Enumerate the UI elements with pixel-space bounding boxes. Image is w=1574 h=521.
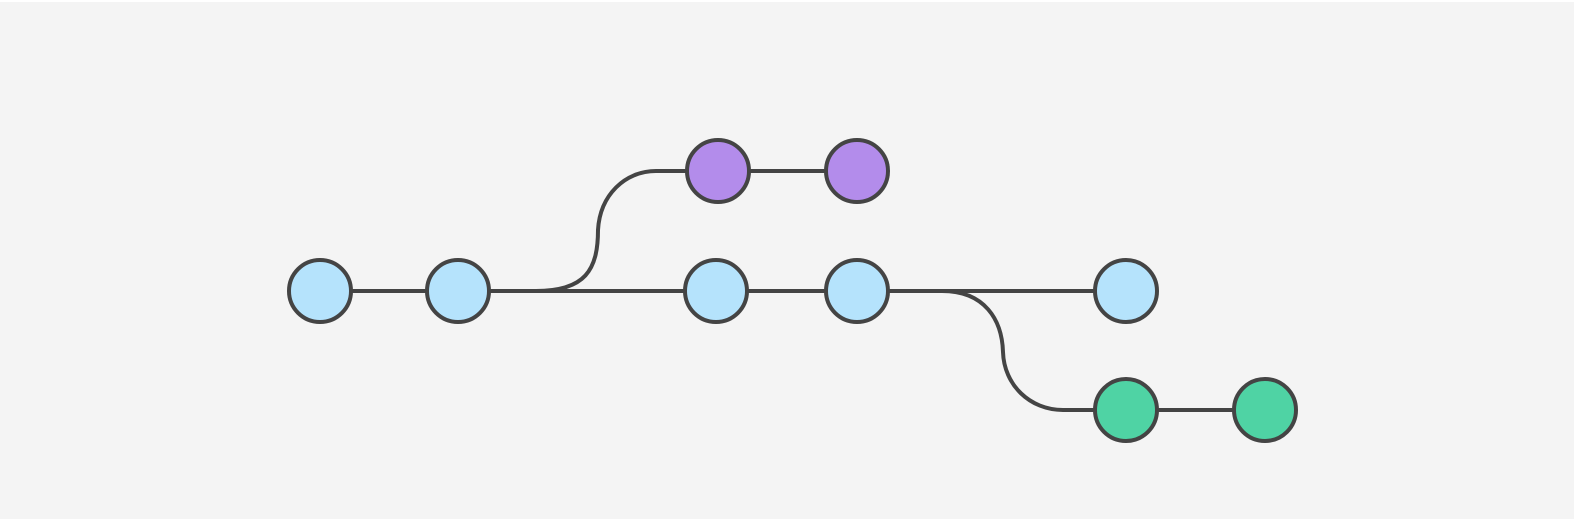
commit-node-feature-bottom-2 [1232, 377, 1298, 443]
commit-node-main-2 [425, 258, 491, 324]
commit-node-main-1 [287, 258, 353, 324]
commit-node-main-3 [683, 258, 749, 324]
edge-branch-to-feature-bottom [941, 289, 1126, 412]
edge-branch-to-feature-top [535, 169, 718, 293]
commit-node-main-5 [1093, 258, 1159, 324]
commit-node-feature-bottom-1 [1093, 377, 1159, 443]
commit-node-feature-top-1 [685, 138, 751, 204]
commit-node-feature-top-2 [824, 138, 890, 204]
commit-node-main-4 [824, 258, 890, 324]
